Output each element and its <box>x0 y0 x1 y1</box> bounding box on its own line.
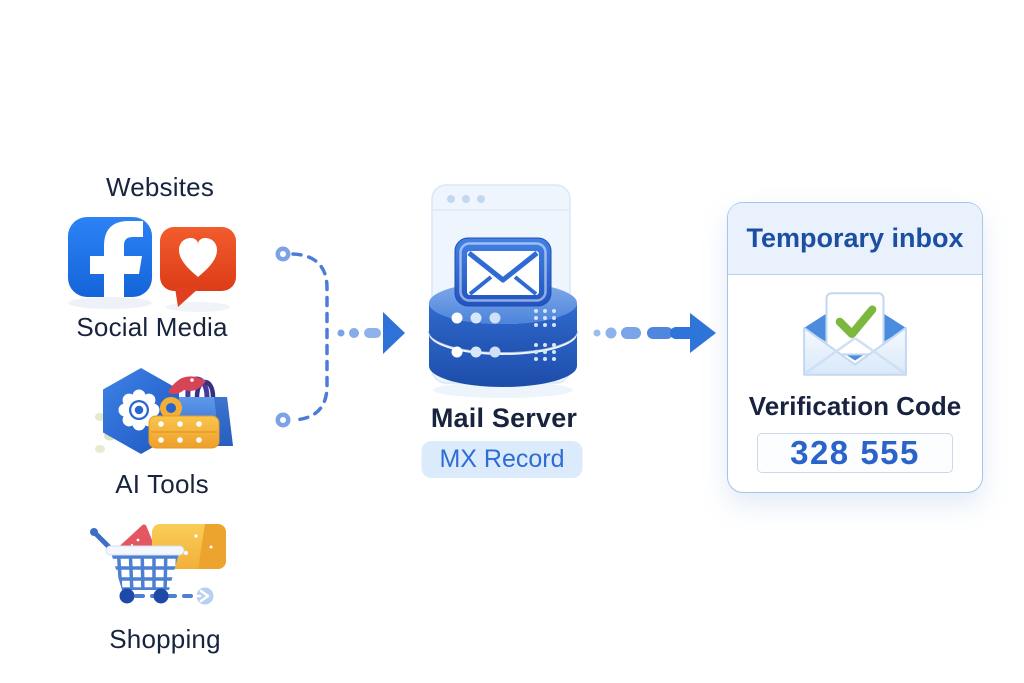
social-media-label: Social Media <box>76 312 228 342</box>
ai-tools-cluster <box>95 368 233 454</box>
websites-label: Websites <box>105 172 215 202</box>
open-envelope-check-icon <box>803 292 907 376</box>
shadow <box>166 302 230 312</box>
shadow <box>68 297 152 309</box>
green-dot <box>95 445 105 453</box>
shopping-label: Shopping <box>109 624 221 654</box>
shadow <box>433 382 573 398</box>
facebook-icon <box>68 217 152 297</box>
check-icon <box>835 305 877 339</box>
temporary-inbox-card: Temporary inbox Verification Code 328 55… <box>727 202 983 493</box>
like-heart-bubble-icon <box>160 227 236 307</box>
merge-connector-icon <box>275 246 329 428</box>
green-dot <box>95 413 105 421</box>
mx-record-badge: MX Record <box>421 441 583 478</box>
amber-stack-icon <box>148 397 220 449</box>
verification-code-value: 328 555 <box>757 433 953 473</box>
envelope-tile-icon <box>454 237 552 307</box>
ribbon-icon <box>168 376 206 395</box>
cart-wheel-icon <box>119 588 135 604</box>
shopping-cluster <box>90 524 226 605</box>
ai-tools-label: AI Tools <box>115 469 209 499</box>
merge-arrow-icon <box>337 312 405 354</box>
mail-server-label: Mail Server <box>430 403 578 433</box>
delivery-arrow-icon <box>593 313 716 353</box>
inbox-card-title: Temporary inbox <box>728 203 982 275</box>
cart-wheel-icon <box>153 588 169 604</box>
verification-code-label: Verification Code <box>748 391 962 421</box>
